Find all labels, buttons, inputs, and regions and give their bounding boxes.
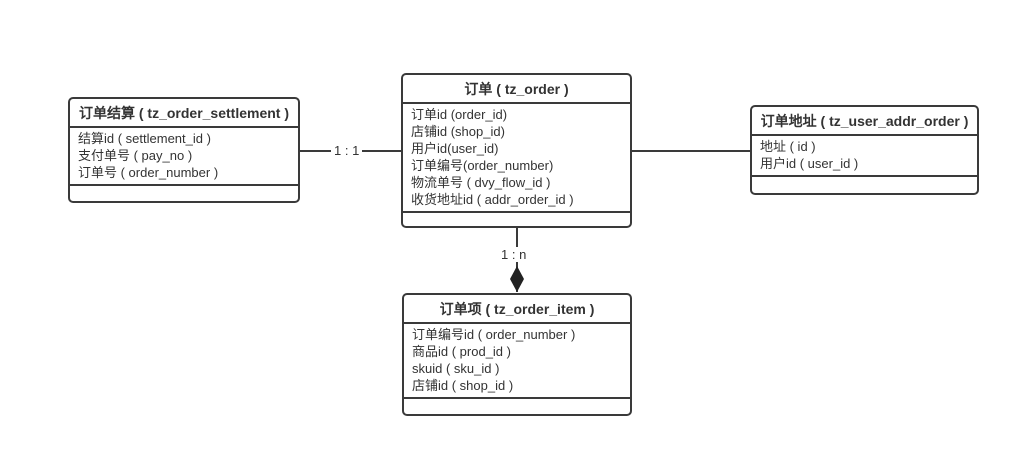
- entity-title: 订单结算 ( tz_order_settlement ): [70, 99, 298, 128]
- entity-attribute: 地址 ( id ): [760, 139, 816, 154]
- entity-attribute: 订单编号(order_number): [411, 158, 554, 173]
- entity-attribute: 物流单号 ( dvy_flow_id ): [411, 175, 551, 190]
- entity-title: 订单项 ( tz_order_item ): [404, 295, 630, 324]
- entity-order: 订单 ( tz_order ) 订单id (order_id) 店铺id (sh…: [401, 73, 632, 228]
- entity-attribute: 订单编号id ( order_number ): [412, 327, 576, 342]
- entity-attribute: 订单号 ( order_number ): [78, 165, 219, 180]
- cardinality-label: 1 : 1: [331, 143, 363, 158]
- entity-attribute: 订单id (order_id): [411, 107, 508, 122]
- cardinality-label: 1 : n: [498, 247, 530, 262]
- entity-attribute: 商品id ( prod_id ): [412, 344, 511, 359]
- entity-attribute: 支付单号 ( pay_no ): [78, 148, 193, 163]
- connector-order-address: [632, 150, 750, 152]
- entity-attributes: 地址 ( id ) 用户id ( user_id ): [752, 136, 977, 177]
- entity-attribute: 收货地址id ( addr_order_id ): [411, 192, 574, 207]
- entity-footer: [404, 399, 630, 414]
- entity-order-item: 订单项 ( tz_order_item ) 订单编号id ( order_num…: [402, 293, 632, 416]
- entity-title: 订单 ( tz_order ): [403, 75, 630, 104]
- entity-order-settlement: 订单结算 ( tz_order_settlement ) 结算id ( sett…: [68, 97, 300, 203]
- entity-attribute: 用户id(user_id): [411, 141, 499, 156]
- entity-footer: [752, 177, 977, 193]
- entity-attribute: 结算id ( settlement_id ): [78, 131, 211, 146]
- entity-attributes: 订单编号id ( order_number ) 商品id ( prod_id )…: [404, 324, 630, 399]
- entity-attribute: 店铺id (shop_id): [411, 124, 505, 139]
- entity-attributes: 结算id ( settlement_id ) 支付单号 ( pay_no ) 订…: [70, 128, 298, 186]
- entity-user-addr-order: 订单地址 ( tz_user_addr_order ) 地址 ( id ) 用户…: [750, 105, 979, 195]
- entity-title: 订单地址 ( tz_user_addr_order ): [752, 107, 977, 136]
- entity-attributes: 订单id (order_id) 店铺id (shop_id) 用户id(user…: [403, 104, 630, 213]
- entity-attribute: 用户id ( user_id ): [760, 156, 859, 171]
- entity-footer: [403, 213, 630, 226]
- entity-attribute: 店铺id ( shop_id ): [412, 378, 514, 393]
- entity-footer: [70, 186, 298, 201]
- entity-attribute: skuid ( sku_id ): [412, 361, 500, 376]
- composition-diamond-icon: [510, 266, 524, 292]
